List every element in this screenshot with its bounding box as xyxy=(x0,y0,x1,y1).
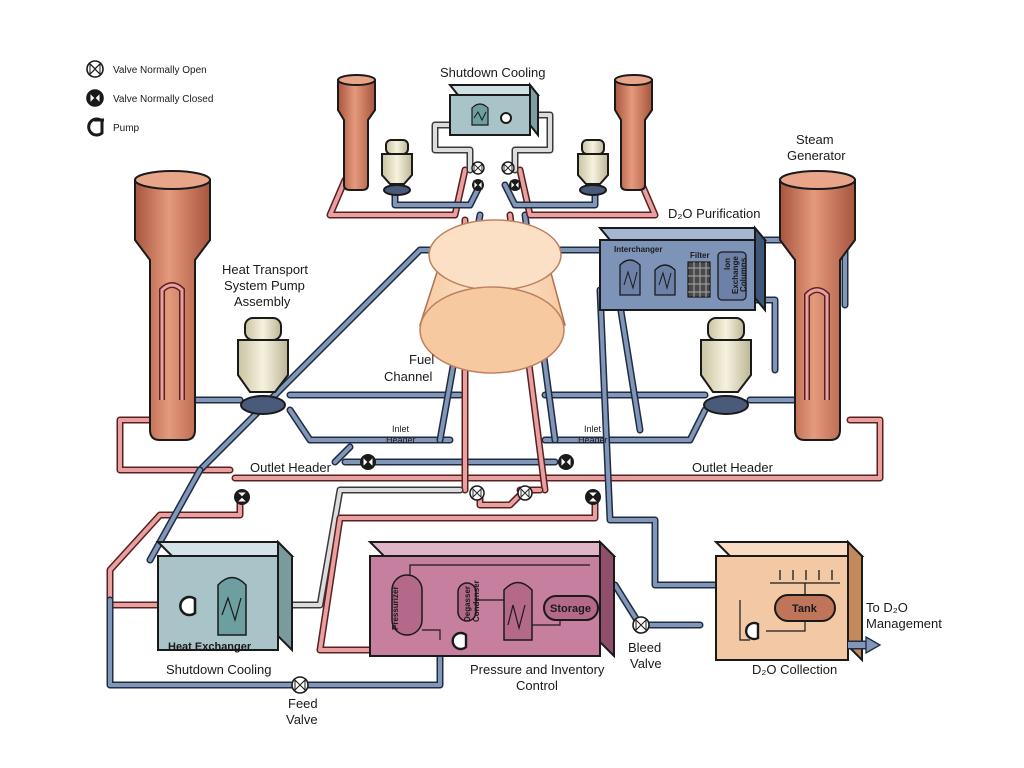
ion-exchange-label-2: Exchange xyxy=(731,256,740,294)
valve-closed-icon xyxy=(509,179,521,191)
htsp-label-1: Heat Transport xyxy=(222,262,308,277)
heat-transport-pump-small-right xyxy=(577,139,609,196)
condenser-label: Condenser xyxy=(472,580,481,622)
heat-transport-pump-right xyxy=(700,317,752,415)
feed-valve-icon xyxy=(291,676,309,694)
valve-open-icon xyxy=(471,161,485,175)
heat-transport-pump-left xyxy=(237,317,289,415)
valve-closed-icon xyxy=(234,489,250,505)
feed-valve-label-2: Valve xyxy=(286,712,318,727)
valve-closed-icon xyxy=(86,89,104,107)
d2o-purification-label: D₂O Purification xyxy=(668,206,760,221)
degasser-label-group: Degasser Condenser xyxy=(463,580,481,622)
inlet-header-left-label-1: Inlet xyxy=(392,424,410,434)
steam-generator-label-2: Generator xyxy=(787,148,846,163)
heat-transport-pump-small-left xyxy=(381,139,413,196)
valve-open-icon xyxy=(501,161,515,175)
fuel-channel-label-2: Channel xyxy=(384,369,433,384)
valve-closed-icon xyxy=(472,179,484,191)
inlet-header-right-label-1: Inlet xyxy=(584,424,602,434)
ion-exchange-label-group: Ion Exchange Columns xyxy=(723,256,748,294)
pic-label-1: Pressure and Inventory xyxy=(470,662,605,677)
shutdown-cooling-top-unit xyxy=(447,82,541,138)
bleed-valve-label-1: Bleed xyxy=(628,640,661,655)
steam-generator-small-right xyxy=(614,74,653,191)
d2o-collection-unit xyxy=(713,539,882,663)
pump-icon xyxy=(87,117,104,137)
pressurizer-label: Pressurizer xyxy=(391,586,400,630)
legend-pump-label: Pump xyxy=(113,123,140,134)
htsp-label-3: Assembly xyxy=(234,294,291,309)
outlet-header-left-label: Outlet Header xyxy=(250,460,332,475)
ion-exchange-label-3: Columns xyxy=(739,257,748,292)
steam-generator-small-left xyxy=(337,74,376,191)
degasser-label: Degasser xyxy=(463,586,472,622)
valve-open-icon xyxy=(86,60,104,78)
interchanger-label: Interchanger xyxy=(614,245,662,254)
bleed-valve-icon xyxy=(632,616,650,634)
ion-exchange-label-1: Ion xyxy=(723,258,732,270)
valve-closed-icon xyxy=(558,454,574,470)
shutdown-cooling-bottom-label: Shutdown Cooling xyxy=(166,662,272,677)
steam-generator-label-1: Steam xyxy=(796,132,834,147)
to-d2o-label-2: Management xyxy=(866,616,942,631)
valve-closed-icon xyxy=(585,489,601,505)
steam-generator-right xyxy=(779,170,856,441)
pressurizer-label-group: Pressurizer xyxy=(391,586,400,630)
d2o-collection-label: D₂O Collection xyxy=(752,662,837,677)
valve-closed-icon xyxy=(360,454,376,470)
valve-open-icon xyxy=(517,485,533,501)
valve-open-icon xyxy=(469,485,485,501)
to-d2o-label-1: To D₂O xyxy=(866,600,908,615)
storage-label: Storage xyxy=(550,603,591,615)
heat-exchanger-label: Heat Exchanger xyxy=(168,641,252,653)
tank-label: Tank xyxy=(792,603,818,615)
steam-generator-left xyxy=(134,170,211,441)
inlet-header-right-label-2: Header xyxy=(578,435,608,445)
legend: Valve Normally Open Valve Normally Close… xyxy=(86,60,213,137)
legend-valve-closed-label: Valve Normally Closed xyxy=(113,94,213,105)
d2o-purification-unit xyxy=(597,225,768,313)
fuel-channel-reactor xyxy=(418,219,566,374)
pic-label-2: Control xyxy=(516,678,558,693)
legend-valve-open-label: Valve Normally Open xyxy=(113,65,207,76)
feed-valve-label-1: Feed xyxy=(288,696,318,711)
shutdown-cooling-top-label: Shutdown Cooling xyxy=(440,65,546,80)
inlet-header-left-label-2: Header xyxy=(386,435,416,445)
shutdown-cooling-bottom-unit xyxy=(155,539,295,653)
filter-label: Filter xyxy=(690,251,710,260)
outlet-header-right-label: Outlet Header xyxy=(692,460,774,475)
fuel-channel-label-1: Fuel xyxy=(409,352,434,367)
pressure-inventory-control-unit xyxy=(367,539,617,659)
htsp-label-2: System Pump xyxy=(224,278,305,293)
valves xyxy=(234,161,650,694)
bleed-valve-label-2: Valve xyxy=(630,656,662,671)
